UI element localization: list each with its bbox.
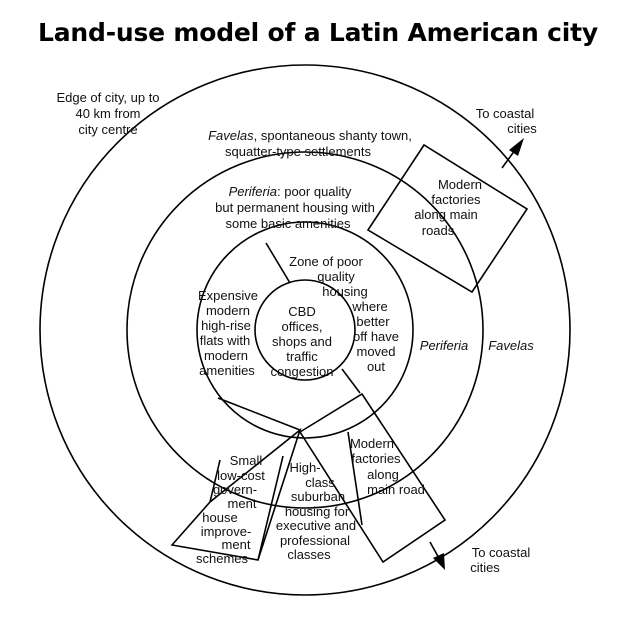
arrow-coastal-bottom-icon [433, 553, 445, 570]
svg-text:classes: classes [287, 547, 331, 562]
svg-text:improve-: improve- [201, 524, 252, 539]
svg-text:amenities: amenities [199, 363, 255, 378]
svg-text:housing for: housing for [285, 504, 350, 519]
svg-text:city centre: city centre [78, 122, 137, 137]
svg-text:High-: High- [289, 460, 320, 475]
svg-text:squatter-type settlements: squatter-type settlements [225, 144, 371, 159]
svg-text:Modern: Modern [438, 177, 482, 192]
svg-text:To coastal: To coastal [476, 106, 535, 121]
divider-suburban [347, 431, 363, 526]
label-poor-quality-zone: Zone of poor quality housing where bette… [289, 254, 399, 374]
divider-high-class [257, 455, 284, 561]
label-cbd: CBD offices, shops and traffic congestio… [271, 304, 334, 379]
svg-text:Small: Small [230, 453, 263, 468]
svg-text:traffic: traffic [286, 349, 318, 364]
svg-text:flats with: flats with [200, 333, 251, 348]
label-coastal-top: To coastal cities [476, 106, 538, 136]
svg-text:congestion: congestion [271, 364, 334, 379]
cbd-circle [254, 279, 356, 381]
periferia-ring [126, 151, 484, 509]
label-high-class: High- class suburban housing for executi… [276, 460, 356, 562]
label-factories-bottom: Modern factories along main road [350, 436, 425, 497]
factory-corridor-top [366, 143, 529, 294]
svg-text:house: house [202, 510, 237, 525]
svg-text:off have: off have [353, 329, 399, 344]
label-periferia-right: Periferia [420, 338, 468, 353]
inner-ring [196, 221, 414, 439]
svg-text:Edge of city, up to: Edge of city, up to [56, 90, 159, 105]
label-periferia-top: Periferia: poor quality but permanent ho… [215, 184, 375, 231]
sector-divider-right [341, 368, 361, 394]
svg-text:better: better [356, 314, 390, 329]
svg-text:executive and: executive and [276, 518, 356, 533]
label-coastal-bottom: To coastal cities [470, 545, 530, 575]
label-factories-top: Modern factories along main roads [414, 177, 482, 238]
svg-text:Zone of poor: Zone of poor [289, 254, 363, 269]
svg-text:40 km from: 40 km from [75, 106, 140, 121]
svg-text:class: class [305, 475, 335, 490]
sector-divider-left [217, 397, 301, 431]
svg-text:moved: moved [356, 344, 395, 359]
svg-text:where: where [351, 299, 387, 314]
svg-text:offices,: offices, [282, 319, 323, 334]
svg-text:cities: cities [507, 121, 537, 136]
label-favelas-top: Favelas, spontaneous shanty town, squatt… [208, 128, 412, 159]
svg-text:schemes: schemes [196, 551, 249, 566]
svg-text:housing: housing [322, 284, 368, 299]
factory-corridor-bottom [298, 392, 447, 564]
svg-text:quality: quality [317, 269, 355, 284]
label-small-lowcost: Small low-cost govern- ment house improv… [196, 453, 265, 566]
svg-text:factories: factories [351, 451, 401, 466]
svg-text:ment: ment [228, 496, 257, 511]
svg-text:Favelas, spontaneous shanty to: Favelas, spontaneous shanty town, [208, 128, 412, 143]
svg-text:high-rise: high-rise [201, 318, 251, 333]
lowcost-wedge [170, 427, 302, 561]
svg-text:modern: modern [206, 303, 250, 318]
svg-text:shops and: shops and [272, 334, 332, 349]
svg-text:suburban: suburban [291, 489, 345, 504]
svg-text:factories: factories [431, 192, 481, 207]
svg-text:Periferia: poor quality: Periferia: poor quality [229, 184, 352, 199]
svg-text:along main: along main [414, 207, 478, 222]
svg-text:but permanent housing with: but permanent housing with [215, 200, 375, 215]
svg-text:low-cost: low-cost [217, 468, 265, 483]
sector-divider-top [265, 242, 291, 284]
svg-text:CBD: CBD [288, 304, 315, 319]
divider-small-lowcost [209, 459, 221, 503]
svg-text:along: along [367, 467, 399, 482]
svg-text:roads: roads [422, 223, 455, 238]
svg-text:some basic amenities: some basic amenities [226, 216, 351, 231]
label-favelas-right: Favelas [488, 338, 534, 353]
svg-text:professional: professional [280, 533, 350, 548]
svg-text:modern: modern [204, 348, 248, 363]
svg-text:out: out [367, 359, 385, 374]
svg-text:cities: cities [470, 560, 500, 575]
arrow-coastal-top-icon [509, 138, 524, 156]
svg-text:To coastal: To coastal [472, 545, 531, 560]
svg-text:main road: main road [367, 482, 425, 497]
svg-text:Expensive: Expensive [198, 288, 258, 303]
svg-text:Modern: Modern [350, 436, 394, 451]
svg-text:ment: ment [222, 537, 251, 552]
label-expensive-flats: Expensive modern high-rise flats with mo… [198, 288, 258, 378]
diagram-title: Land-use model of a Latin American city [38, 18, 598, 47]
label-edge-of-city: Edge of city, up to 40 km from city cent… [56, 90, 159, 137]
svg-text:govern-: govern- [213, 482, 257, 497]
outer-ring-city-edge [39, 64, 571, 596]
